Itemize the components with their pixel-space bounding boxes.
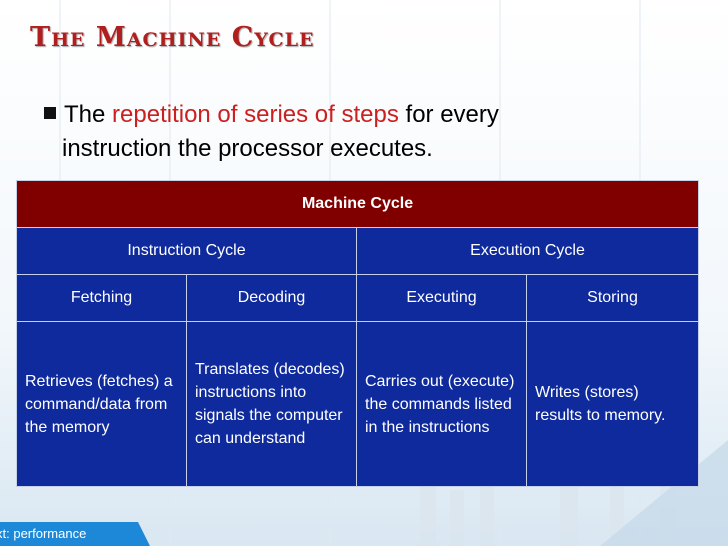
machine-cycle-table: Machine Cycle Instruction Cycle Executio… [15, 180, 700, 487]
footer-tab-shape [0, 522, 150, 546]
description-row: Retrieves (fetches) a command/data from … [16, 321, 700, 487]
bullet-lead: The [64, 101, 106, 128]
phase-decoding: Decoding [186, 274, 357, 322]
footer-label: xt: performance [0, 526, 87, 541]
phase-storing: Storing [525, 274, 700, 322]
next-slide-link[interactable]: xt: performance [0, 522, 150, 546]
bullet-tail: for every [405, 101, 499, 128]
bullet-highlight: repetition of series of steps [112, 101, 399, 128]
desc-fetching: Retrieves (fetches) a command/data from … [16, 321, 187, 487]
phase-executing: Executing [356, 274, 527, 322]
table-header-cell: Machine Cycle [15, 180, 700, 228]
cycle-group-row: Instruction Cycle Execution Cycle [16, 227, 700, 275]
desc-decoding: Translates (decodes) instructions into s… [186, 321, 357, 487]
instruction-cycle-cell: Instruction Cycle [16, 227, 357, 275]
execution-cycle-cell: Execution Cycle [355, 227, 700, 275]
desc-executing: Carries out (execute) the commands liste… [356, 321, 527, 487]
table-header-row: Machine Cycle [15, 180, 700, 228]
slide-title: The Machine Cycle [30, 22, 315, 53]
bullet-point: The repetition of series of steps for ev… [44, 98, 684, 166]
bullet-line-2: instruction the processor executes. [62, 135, 433, 162]
phase-row: Fetching Decoding Executing Storing [16, 274, 700, 322]
phase-fetching: Fetching [16, 274, 187, 322]
square-bullet-icon [44, 107, 56, 119]
desc-storing: Writes (stores) results to memory. [525, 321, 700, 487]
